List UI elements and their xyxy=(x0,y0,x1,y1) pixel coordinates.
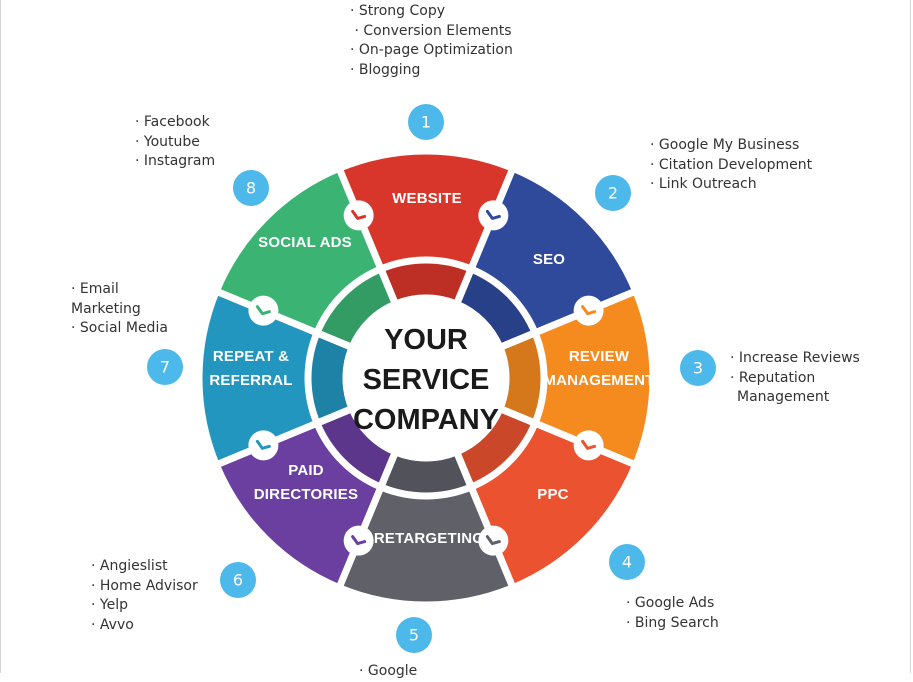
list-item: · Facebook xyxy=(135,114,210,130)
list-item: · Instagram xyxy=(135,153,216,169)
segment-label-retargeting: RETARGETING xyxy=(374,530,484,547)
bullet-list-referral: · Email Marketing · Social Media xyxy=(71,280,171,339)
number-badge-label: 8 xyxy=(246,179,256,198)
check-circle xyxy=(573,295,604,326)
number-badge-6 xyxy=(220,562,256,598)
check-circle xyxy=(343,525,374,556)
check-circle xyxy=(343,200,374,231)
bullet-list-ppc: · Google Ads · Bing Search xyxy=(626,594,719,633)
check-icon xyxy=(351,209,367,220)
check-icon xyxy=(581,439,597,450)
segment-label-referral: REFERRAL xyxy=(209,372,292,389)
check-icon xyxy=(351,535,367,546)
list-item: · Link Outreach xyxy=(650,176,757,192)
list-item: · Email Marketing xyxy=(71,281,141,317)
number-badge-label: 5 xyxy=(409,626,419,645)
number-badge-2 xyxy=(595,175,631,211)
bullet-list-social: · Facebook · Youtube · Instagram xyxy=(135,113,215,172)
check-circle xyxy=(248,430,279,461)
list-item: · Google Ads xyxy=(626,595,715,611)
center-circle xyxy=(343,295,509,461)
bullet-list-website: · Strong Copy · Conversion Elements · On… xyxy=(350,2,513,80)
check-circle xyxy=(478,200,509,231)
list-item: · Increase Reviews xyxy=(730,350,860,366)
list-item: · Social Media xyxy=(71,320,168,336)
list-item: · Home Advisor xyxy=(91,577,198,594)
list-item: · Strong Copy xyxy=(350,3,446,19)
number-badge-1 xyxy=(408,104,444,140)
center-line-1: YOUR xyxy=(384,324,468,356)
number-badge-4 xyxy=(609,544,645,580)
list-item: · Google xyxy=(359,663,418,679)
number-badge-label: 2 xyxy=(608,184,618,203)
list-item: · On-page Optimization xyxy=(350,42,513,58)
center-line-2: SERVICE xyxy=(363,364,490,396)
number-badge-label: 6 xyxy=(233,571,243,590)
check-icon xyxy=(485,535,501,546)
center-line-3: COMPANY xyxy=(353,404,499,436)
number-badge-label: 1 xyxy=(421,113,431,132)
bullet-list-seo: · Google My Business · Citation Developm… xyxy=(650,136,812,195)
segment-labels: WEBSITE SEO REVIEW MANAGEMENT PPC RETARGETING… xyxy=(209,190,654,547)
segment-label-review: REVIEW xyxy=(569,348,630,365)
segment-label-website: WEBSITE xyxy=(392,190,462,207)
list-item: · Google My Business xyxy=(650,137,800,153)
list-item: · Bing Search xyxy=(626,614,719,631)
check-icon xyxy=(581,305,597,316)
number-badge-3 xyxy=(680,350,716,386)
number-badge-5 xyxy=(396,617,432,653)
bullet-list-retargeting: · Google xyxy=(359,662,417,682)
number-badge-label: 3 xyxy=(693,359,703,378)
check-circle xyxy=(248,295,279,326)
check-icon xyxy=(255,305,271,316)
check-icon xyxy=(485,209,501,220)
number-badge-8 xyxy=(233,170,269,206)
segment-label-ppc: PPC xyxy=(537,486,568,503)
list-item: · Reputation Management xyxy=(730,369,830,406)
center-hub: YOUR SERVICE COMPANY xyxy=(343,295,509,461)
list-item: · Angieslist xyxy=(91,558,168,574)
list-item: · Blogging xyxy=(350,61,421,78)
number-badge-7 xyxy=(147,349,183,385)
number-badges: 1 2 3 4 5 6 7 8 xyxy=(147,104,716,653)
segment-label-review: MANAGEMENT xyxy=(543,372,654,389)
segment-label-directories: PAID xyxy=(288,462,324,479)
segment-label-social: SOCIAL ADS xyxy=(258,234,352,251)
segment-label-seo: SEO xyxy=(533,251,565,268)
check-icon xyxy=(255,439,271,450)
check-circle xyxy=(573,430,604,461)
list-item: · Youtube xyxy=(135,133,200,150)
check-circle xyxy=(478,525,509,556)
bullet-list-review: · Increase Reviews · Reputation Manageme… xyxy=(730,349,870,408)
number-badge-label: 7 xyxy=(160,358,170,377)
segment-label-directories: DIRECTORIES xyxy=(254,486,358,503)
bullet-list-directories: · Angieslist · Home Advisor · Yelp · Avv… xyxy=(91,557,198,635)
number-badge-label: 4 xyxy=(622,553,632,572)
list-item: · Citation Development xyxy=(650,156,813,173)
check-markers xyxy=(248,200,604,556)
segment-label-referral: REPEAT & xyxy=(213,348,289,365)
list-item: · Avvo xyxy=(91,616,134,633)
list-item: · Conversion Elements xyxy=(350,22,512,39)
list-item: · Yelp xyxy=(91,597,128,613)
